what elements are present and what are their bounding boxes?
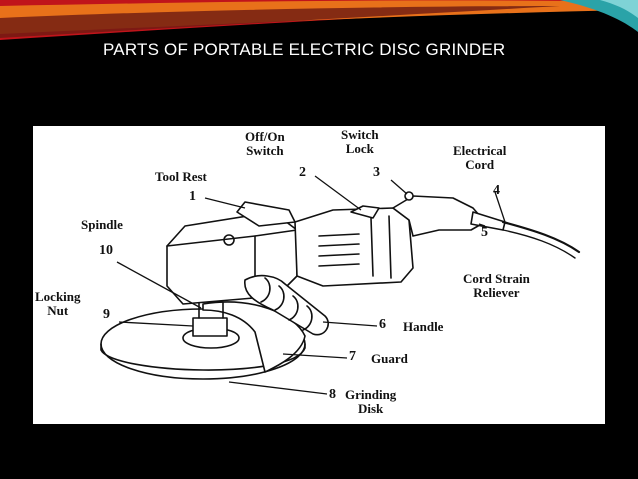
leader-9 [118, 321, 194, 327]
label-tool-rest: Tool Rest [155, 169, 207, 184]
number-7: 7 [349, 349, 356, 364]
number-6: 6 [379, 317, 386, 332]
leader-7 [282, 353, 348, 359]
vent-3 [318, 253, 360, 257]
swoosh-dark-band [0, 6, 560, 38]
side-handle-shape [244, 274, 329, 336]
swoosh-teal-highlight [600, 0, 638, 18]
vent-1 [318, 233, 360, 237]
number-1: 1 [189, 189, 196, 204]
swoosh-teal-band [560, 0, 638, 32]
slide-title: PARTS OF PORTABLE ELECTRIC DISC GRINDER [103, 40, 506, 59]
electrical-cord-shape [501, 220, 581, 254]
motor-rib-2 [388, 215, 392, 279]
leader-10 [116, 261, 202, 309]
handle-grip-1 [260, 277, 271, 303]
label-handle: Handle [403, 319, 444, 334]
number-8: 8 [329, 387, 336, 402]
label-cord-strain-reliever: Cord Strain Reliever [463, 271, 530, 300]
number-10: 10 [99, 243, 113, 258]
leader-5 [478, 223, 486, 227]
guard-shape [202, 301, 306, 373]
vent-2 [318, 243, 360, 247]
leader-4 [494, 191, 506, 223]
tool-rest-shape [236, 201, 296, 227]
label-switch-lock: Switch Lock [341, 127, 379, 156]
leader-6 [322, 321, 378, 327]
leader-2 [314, 175, 362, 211]
number-9: 9 [103, 307, 110, 322]
electrical-cord-edge [502, 229, 576, 259]
label-spindle: Spindle [81, 217, 123, 232]
motor-rib-1 [370, 217, 374, 277]
number-4: 4 [493, 183, 500, 198]
motor-housing [294, 207, 414, 287]
label-electrical-cord: Electrical Cord [453, 143, 507, 172]
label-guard: Guard [371, 351, 408, 366]
leader-1 [204, 197, 246, 209]
handle-grip-4 [302, 305, 313, 331]
grinder-diagram: Off/On Switch 2 Switch Lock 3 Electrical… [33, 126, 605, 424]
grinder-drawing [100, 175, 581, 395]
vent-4 [318, 263, 360, 267]
label-off-on-switch: Off/On Switch [245, 129, 285, 158]
handle-grip-2 [274, 285, 285, 311]
header-swoosh-decoration [0, 0, 638, 40]
label-grinding-disk: Grinding Disk [345, 387, 397, 416]
locking-nut-shape [192, 317, 228, 337]
leader-3 [390, 179, 408, 195]
number-3: 3 [373, 165, 380, 180]
number-5: 5 [481, 225, 488, 240]
handle-grip-3 [288, 295, 299, 321]
gear-head-bolt [223, 234, 235, 246]
label-locking-nut: Locking Nut [35, 289, 81, 318]
leader-8 [228, 381, 328, 395]
number-2: 2 [299, 165, 306, 180]
